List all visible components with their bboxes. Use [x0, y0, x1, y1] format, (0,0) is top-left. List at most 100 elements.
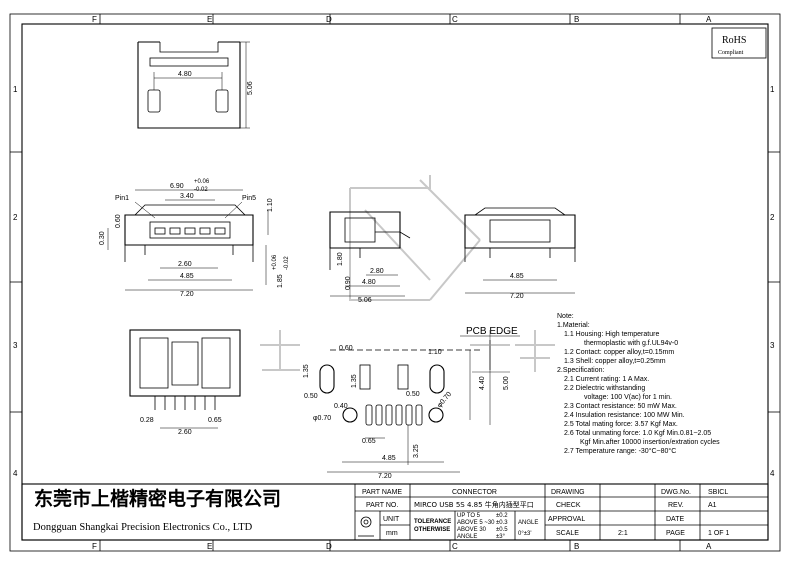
row-label: 1 [770, 85, 775, 94]
note-line: 2.7 Temperature range: -30°C~80°C [564, 447, 676, 455]
dim-fp-500: 5.00 [503, 376, 510, 390]
dim-fp-110: 1.10 [428, 349, 442, 356]
front-view: 6.90 +0.06 -0.02 3.40 Pin1 Pin5 1.10 0.3… [99, 179, 290, 298]
unit-label: UNIT [383, 516, 400, 523]
dim-fp-060: 0.60 [339, 345, 353, 352]
col-label: B [574, 542, 579, 551]
dim-bottom-c: 0.65 [208, 417, 222, 424]
note-line: 1.1 Housing: High temperature [564, 331, 659, 338]
dim-top-height: 5.06 [247, 81, 254, 95]
dim-front-span-a: 2.60 [178, 261, 192, 268]
dim-side-h1: 0.90 [345, 276, 352, 290]
dim-front-left-b: 0.60 [115, 214, 122, 228]
dim-front-tab: 1.85 [277, 274, 284, 288]
tolerance-label: TOLERANCE [414, 519, 451, 525]
dim-front-span-b: 4.85 [180, 273, 194, 280]
note-line: 2.5 Total mating force: 3.57 Kgf Max. [564, 421, 678, 428]
note-line: 1.Material: [557, 322, 590, 329]
col-label: E [207, 15, 212, 24]
notes-heading: Note: [557, 313, 574, 320]
row-label: 4 [770, 469, 775, 478]
notes: Note: 1.Material: 1.1 Housing: High temp… [557, 313, 720, 455]
approval-label: APPROVAL [548, 516, 585, 523]
angle-label-2: ANGLE [518, 520, 538, 526]
note-line: 2.6 Total unmating force: 1.0 Kgf Min.0.… [564, 430, 711, 437]
part-name-value: CONNECTOR [452, 489, 497, 496]
company-name-en: Dongguan Shangkai Precision Electronics … [33, 522, 253, 533]
dim-fp-070a: φ0.70 [313, 415, 331, 422]
col-label: A [706, 542, 712, 551]
tol-row: UP TO 5 [457, 513, 481, 519]
dim-rear-a: 4.85 [510, 273, 524, 280]
column-labels-bottom: F E D C B A [92, 542, 712, 551]
dim-bottom-b: 2.60 [178, 429, 192, 436]
dim-front-height: 1.10 [267, 198, 274, 212]
tol-row: ABOVE 5 ~30 [457, 520, 495, 526]
dim-side-c: 5.06 [358, 297, 372, 304]
col-label: B [574, 15, 579, 24]
scale-value: 2:1 [618, 530, 628, 537]
unit-value: mm [386, 530, 398, 537]
note-line: 2.3 Contact resistance: 50 mW Max. [564, 403, 677, 410]
rev-label: REV. [668, 502, 684, 509]
dim-fp-135a: 1.35 [303, 364, 310, 378]
row-label: 2 [770, 213, 775, 222]
rohs-title: RoHS [722, 35, 746, 46]
note-line: voltage: 100 V(ac) for 1 min. [584, 394, 672, 401]
rohs-subtitle: Compliant [718, 50, 744, 56]
dim-front-tab-plus: +0.06 [272, 254, 278, 270]
row-labels-left: 1 2 3 4 [13, 85, 18, 478]
title-block: 东莞市上楷精密电子有限公司 Dongguan Shangkai Precisio… [21, 483, 769, 541]
column-labels-top: F E D C B A [92, 15, 712, 24]
top-view: 4.80 5.06 [137, 41, 254, 129]
scale-label: SCALE [556, 530, 579, 537]
row-labels-right: 1 2 3 4 [770, 85, 775, 478]
part-name-label: PART NAME [362, 489, 402, 496]
dim-front-tab-minus: -0.02 [284, 256, 290, 270]
note-line: 2.Specification: [557, 367, 605, 374]
side-view: 2.80 4.80 5.06 0.90 1.80 [329, 211, 411, 304]
dim-fp-135b: 1.35 [351, 374, 358, 388]
pcb-footprint: PCB EDGE 0.60 1.10 1.35 1.35 0.50 0.50 0… [303, 326, 520, 480]
dim-bottom-a: 0.28 [140, 417, 154, 424]
col-label: E [207, 542, 212, 551]
angle-label: ANGLE [457, 534, 477, 540]
dim-fp-325: 3.25 [413, 444, 420, 458]
rear-view: 4.85 7.20 [464, 207, 576, 300]
tol-val: ±0.5 [496, 527, 508, 533]
col-label: D [326, 542, 332, 551]
dim-fp-050a: 0.50 [304, 393, 318, 400]
dim-side-h2: 1.80 [337, 252, 344, 266]
date-label: DATE [666, 516, 684, 523]
dim-fp-050b: 0.50 [406, 391, 420, 398]
angle-tol: 0°±3' [518, 531, 532, 537]
col-label: A [706, 15, 712, 24]
rev-value: A1 [708, 502, 717, 509]
tol-val: ±0.2 [496, 513, 508, 519]
dim-fp-070b: φ0.70 [436, 391, 453, 409]
dim-top-width: 4.80 [178, 71, 192, 78]
dwg-label: DWG.No. [661, 489, 691, 496]
row-label: 4 [13, 469, 18, 478]
dim-front-tol-minus: -0.02 [194, 187, 208, 193]
tol-row: ABOVE 30 [457, 527, 487, 533]
row-label: 1 [13, 85, 18, 94]
note-line: 2.2 Dielectric withstanding [564, 385, 645, 392]
projection-symbol-icon [358, 516, 374, 537]
drawing-label: DRAWING [551, 489, 585, 496]
col-label: C [452, 15, 458, 24]
col-label: D [326, 15, 332, 24]
dim-front-inner: 3.40 [180, 193, 194, 200]
part-no-value: MIRCO USB 5S 4.85 牛角内插型平口 [414, 500, 534, 509]
dim-front-left-a: 0.30 [99, 231, 106, 245]
note-line: 1.3 Shell: copper alloy,t=0.25mm [564, 358, 666, 365]
dim-front-overall: 6.90 [170, 183, 184, 190]
rohs-badge: RoHS Compliant [711, 27, 767, 59]
dim-fp-440: 4.40 [479, 376, 486, 390]
dim-fp-040: 0.40 [334, 403, 348, 410]
pcb-edge-label: PCB EDGE [466, 326, 518, 337]
dim-side-a: 2.80 [370, 268, 384, 275]
note-line: thermoplastic with g.f.UL94v-0 [584, 340, 678, 347]
otherwise-label: OTHERWISE [414, 527, 450, 533]
row-label: 3 [13, 341, 18, 350]
